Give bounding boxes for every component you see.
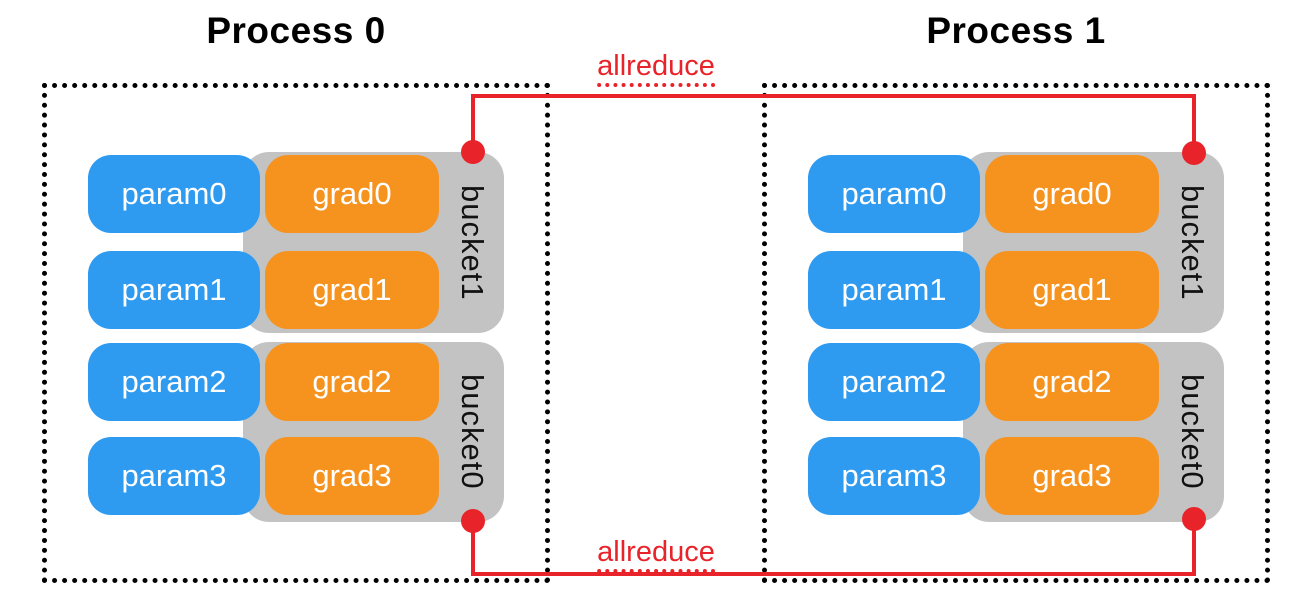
grad-pill: grad2 [265, 343, 439, 421]
param-pill: param1 [808, 251, 980, 329]
process-boundary [762, 83, 1270, 583]
allreduce-label-top: allreduce [597, 50, 715, 87]
param-pill: param3 [808, 437, 980, 515]
bucket-label: bucket0 [455, 374, 490, 490]
process-1: Process 1 bucket1 bucket0 param0 grad0 p… [762, 0, 1270, 613]
grad-pill: grad1 [265, 251, 439, 329]
param-pill: param2 [88, 343, 260, 421]
process-boundary [42, 83, 550, 583]
grad-pill: grad3 [265, 437, 439, 515]
param-pill: param2 [808, 343, 980, 421]
process-title: Process 0 [206, 10, 386, 51]
bucket-label: bucket0 [1175, 374, 1210, 490]
bucket-label: bucket1 [1175, 184, 1210, 301]
process-title: Process 1 [926, 10, 1106, 51]
grad-pill: grad3 [985, 437, 1159, 515]
bucket-label: bucket1 [455, 184, 490, 301]
allreduce-label-bottom: allreduce [597, 536, 715, 573]
grad-pill: grad0 [265, 155, 439, 233]
grad-pill: grad1 [985, 251, 1159, 329]
param-pill: param0 [808, 155, 980, 233]
param-pill: param0 [88, 155, 260, 233]
grad-pill: grad2 [985, 343, 1159, 421]
process-0: Process 0 bucket1 bucket0 param0 grad0 p… [42, 0, 550, 613]
param-pill: param1 [88, 251, 260, 329]
param-pill: param3 [88, 437, 260, 515]
grad-pill: grad0 [985, 155, 1159, 233]
